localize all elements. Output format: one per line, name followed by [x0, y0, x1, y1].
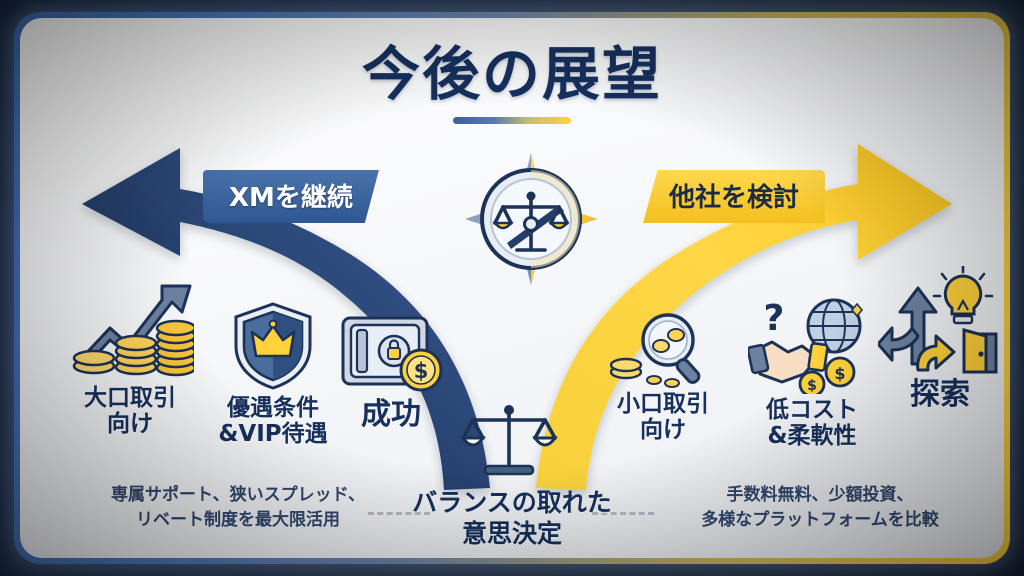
left-item-2-label: 優遇条件 &VIP待遇 [218, 395, 328, 447]
right-item-2: ? $ $ 低コスト &柔軟性 [732, 290, 892, 450]
left-item-2: 優遇条件 &VIP待遇 [198, 300, 348, 448]
title-underline [453, 116, 571, 124]
footnote-left: 専属サポート、狭いスプレッド、 リベート制度を最大限活用 [111, 485, 365, 530]
footnote-right: 手数料無料、少額投資、 多様なプラットフォームを比較 [701, 485, 939, 530]
content-card: 今後の展望 [20, 18, 1004, 558]
dash-connector-right [592, 512, 654, 515]
branching-arrows-door-icon [878, 266, 998, 374]
right-item-3-label: 探索 [910, 377, 970, 412]
banner-continue-xm[interactable]: XMを継続 [203, 170, 379, 223]
left-item-1-label: 大口取引 向け [84, 385, 176, 437]
svg-text:$: $ [414, 359, 429, 383]
compass-scales-icon [465, 153, 597, 285]
right-arrow-path [536, 144, 952, 490]
handshake-globe-icon: ? $ $ [748, 298, 864, 394]
right-item-1-label: 小口取引 向け [617, 391, 709, 443]
right-item-1: 小口取引 向け [588, 310, 738, 444]
shield-crown-icon [234, 302, 312, 390]
svg-text:?: ? [764, 298, 785, 339]
dash-connector-left [368, 512, 430, 515]
right-item-2-label: 低コスト &柔軟性 [766, 397, 858, 449]
left-item-3-label: 成功 [361, 397, 421, 432]
left-item-1: 大口取引 向け [60, 270, 200, 438]
svg-text:$: $ [807, 378, 817, 394]
right-item-3: 探索 [872, 266, 1004, 412]
magnifier-coins-icon [610, 313, 701, 388]
page-title: 今後の展望 [361, 40, 662, 108]
safe-vault-icon: $ [341, 316, 443, 392]
coin-growth-icon [72, 284, 194, 377]
banner-consider-others[interactable]: 他社を検討 [643, 170, 826, 223]
svg-text:$: $ [834, 364, 845, 383]
page-title-block: 今後の展望 [20, 44, 1004, 124]
center-note: バランスの取れた 意思決定 [412, 488, 612, 548]
balance-scales-icon [460, 405, 558, 476]
left-item-3: $ 成功 [326, 310, 456, 432]
